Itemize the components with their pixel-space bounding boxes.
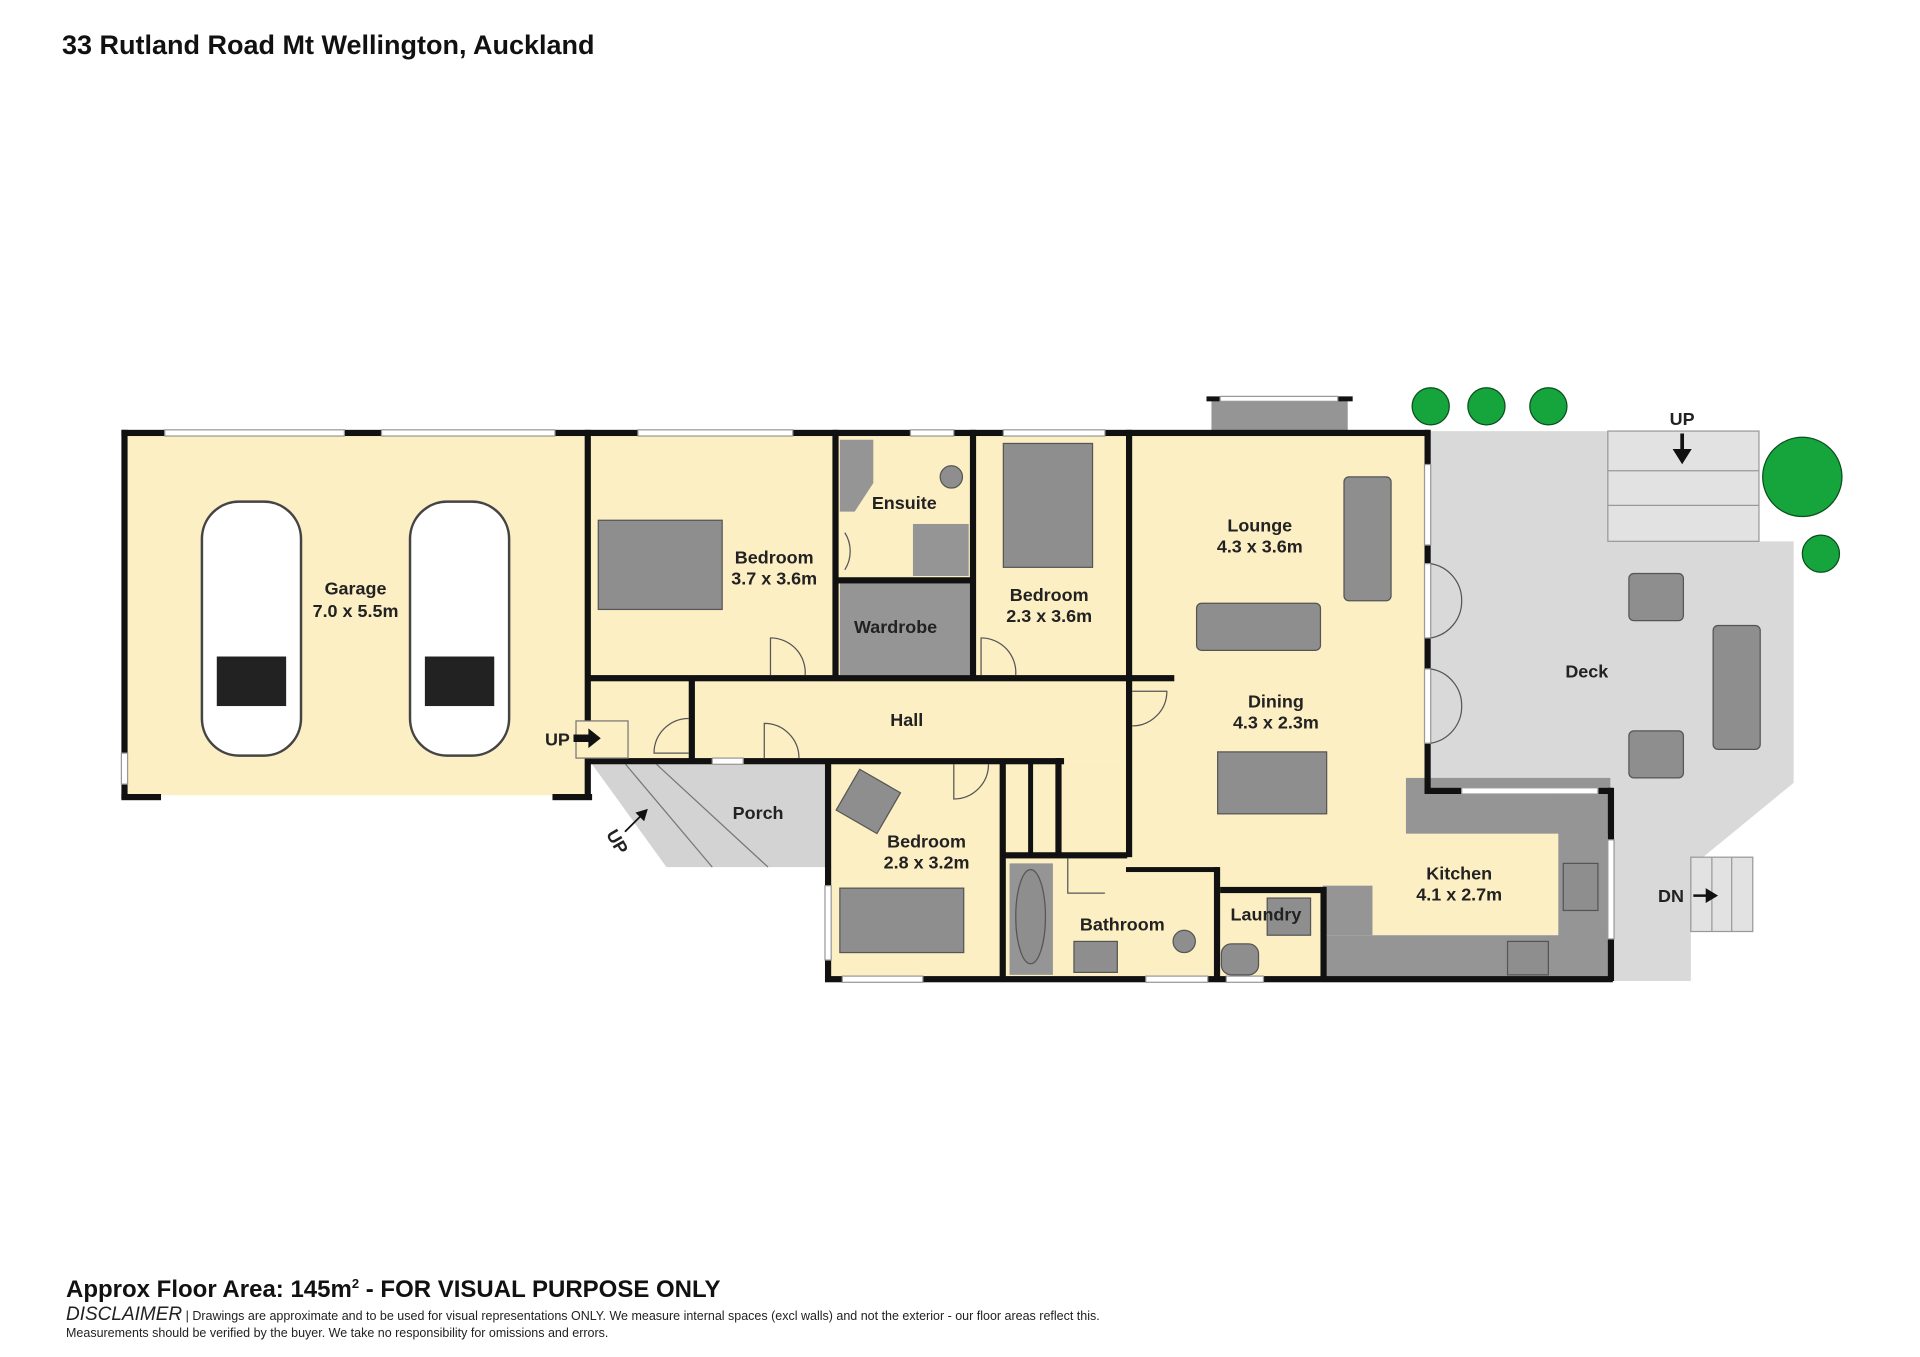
garage-name: Garage xyxy=(325,579,387,599)
porch-name: Porch xyxy=(733,803,784,823)
floor-area-prefix: Approx Floor Area: 145m xyxy=(66,1276,352,1303)
bedroom1-size: 3.7 x 3.6m xyxy=(731,569,817,589)
lounge-name: Lounge xyxy=(1227,515,1292,535)
deck-dn-label: DN xyxy=(1658,886,1684,906)
garage-size: 7.0 x 5.5m xyxy=(313,601,399,621)
floor-area-suffix: - FOR VISUAL PURPOSE ONLY xyxy=(359,1276,721,1303)
dining-size: 4.3 x 2.3m xyxy=(1233,712,1319,732)
kitchen-size: 4.1 x 2.7m xyxy=(1416,885,1502,905)
windows-doors xyxy=(120,395,1615,983)
dining-name: Dining xyxy=(1248,691,1304,711)
disclaimer-line2: Measurements should be verified by the b… xyxy=(66,1326,609,1340)
bedroom3-size: 2.8 x 3.2m xyxy=(884,852,970,872)
bedroom2-name: Bedroom xyxy=(1010,585,1089,605)
wardrobe-name: Wardrobe xyxy=(854,617,937,637)
floor-area-unit-sup: 2 xyxy=(351,1276,360,1291)
disclaimer: DISCLAIMER | Drawings are approximate an… xyxy=(66,1304,1266,1342)
garage-up-label: UP xyxy=(545,730,570,750)
trees xyxy=(1411,387,1843,573)
arrow-right-icon xyxy=(573,728,601,749)
bedroom3-name: Bedroom xyxy=(887,831,966,851)
property-address-title: 33 Rutland Road Mt Wellington, Auckland xyxy=(62,30,595,60)
laundry-name: Laundry xyxy=(1231,904,1302,924)
lounge-size: 4.3 x 3.6m xyxy=(1217,536,1303,556)
arrow-up-icon xyxy=(624,808,648,833)
deck-area xyxy=(1426,430,1794,982)
hall-name: Hall xyxy=(890,710,923,730)
deck-name: Deck xyxy=(1565,662,1608,682)
kitchen-name: Kitchen xyxy=(1426,863,1492,883)
bedroom2-size: 2.3 x 3.6m xyxy=(1006,606,1092,626)
porch-up-label: UP xyxy=(602,826,632,858)
furniture xyxy=(200,442,1599,976)
floor-area: Approx Floor Area: 145m2 - FOR VISUAL PU… xyxy=(66,1276,720,1304)
bathroom-name: Bathroom xyxy=(1080,914,1165,934)
disclaimer-heading: DISCLAIMER xyxy=(66,1304,183,1325)
disclaimer-line1: | Drawings are approximate and to be use… xyxy=(182,1309,1100,1323)
bedroom1-name: Bedroom xyxy=(735,548,814,568)
deck-up-label: UP xyxy=(1670,409,1695,429)
ensuite-name: Ensuite xyxy=(872,493,937,513)
